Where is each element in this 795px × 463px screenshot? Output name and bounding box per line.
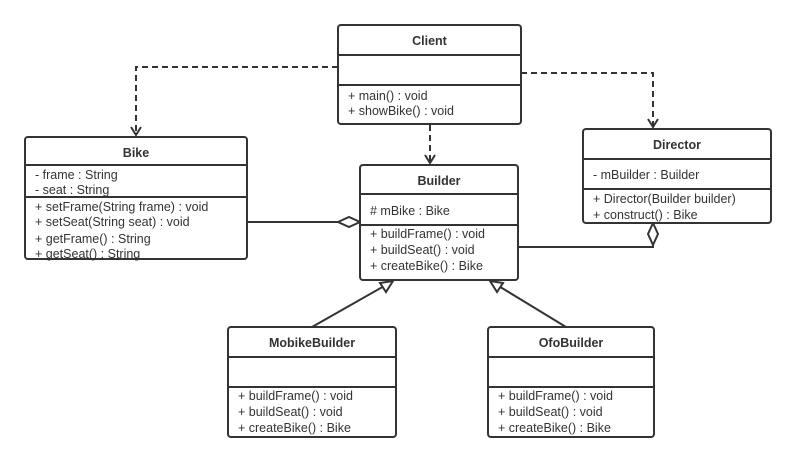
class-method: + buildSeat() : void [498,405,603,419]
dependency-client-bike [135,66,338,135]
class-box [227,326,397,438]
class-box [337,24,522,125]
class-method: + getSeat() : String [35,247,140,261]
class-name: OfoBuilder [539,336,604,350]
class-bike[interactable]: Bike - frame : String- seat : String + set… [24,136,248,261]
aggregation-diamond-builder [335,215,363,229]
class-attribute: - seat : String [35,183,109,197]
class-method: + createBike() : Bike [370,259,483,273]
generalization-triangle-ofo [487,279,505,294]
class-method: + setSeat(String seat) : void [35,215,190,229]
aggregation-builder-director [518,245,654,248]
arrowhead-bike [130,126,142,137]
class-builder[interactable]: Builder # mBike : Bike + buildFrame() : vo… [359,164,519,281]
aggregation-diamond-director [646,220,660,248]
class-method: + setFrame(String frame) : void [35,200,208,214]
arrowhead-builder [424,154,436,165]
class-method: + Director(Builder builder) [593,192,736,206]
dependency-client-director [521,72,654,127]
generalization-triangle-mobike [378,279,396,294]
class-name: Client [412,34,448,48]
class-ofo[interactable]: OfoBuilder + buildFrame() : void + buildSe… [487,326,655,438]
class-name: Director [653,138,701,152]
class-method: + buildSeat() : void [370,243,475,257]
arrowhead-director [647,118,659,129]
class-box [487,326,655,438]
class-method: + buildFrame() : void [238,389,353,403]
class-attribute: # mBike : Bike [370,204,450,218]
class-name: Bike [123,146,149,160]
class-client[interactable]: Client + main() : void+ showBike() : void [337,24,522,125]
class-mobike[interactable]: MobikeBuilder + buildFrame() : void + buil… [227,326,397,438]
generalization-mobike [311,284,387,328]
generalization-ofo [496,284,567,328]
class-method: + buildSeat() : void [238,405,343,419]
class-name: Builder [417,174,460,188]
class-method: + construct() : Bike [593,208,698,222]
class-attribute: - frame : String [35,168,118,182]
class-method: + createBike() : Bike [238,421,351,435]
class-name: MobikeBuilder [269,336,355,350]
class-method: + createBike() : Bike [498,421,611,435]
class-method: + showBike() : void [348,104,454,118]
class-method: + getFrame() : String [35,232,151,246]
class-method: + main() : void [348,89,428,103]
class-attribute: - mBuilder : Builder [593,168,699,182]
class-director[interactable]: Director - mBuilder : Builder + Director(B… [582,128,772,224]
class-method: + buildFrame() : void [498,389,613,403]
class-method: + buildFrame() : void [370,227,485,241]
class-box [582,128,772,224]
